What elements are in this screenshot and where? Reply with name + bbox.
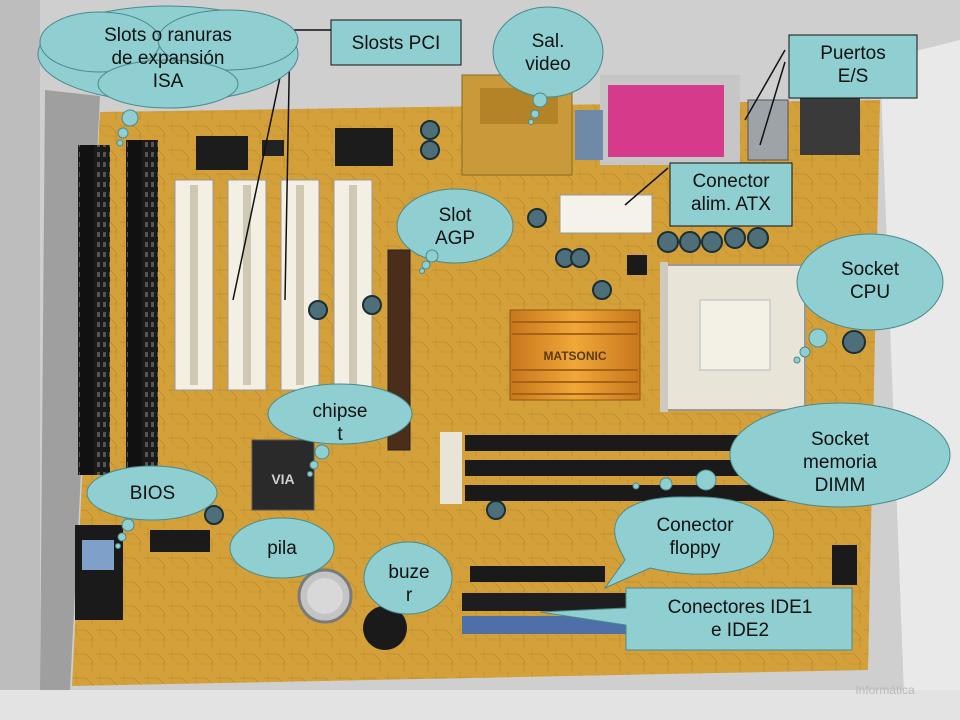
- label-video: Sal. video: [500, 30, 596, 76]
- label-dimm-line-1: Socket: [810, 429, 870, 450]
- label-bios: BIOS: [105, 482, 200, 505]
- cpu-socket-lever: [660, 262, 668, 412]
- cpu-socket-center: [699, 299, 771, 371]
- box-pci: [330, 19, 462, 66]
- label-isa-line-2: de expansión: [111, 48, 225, 69]
- label-floppy: Conector floppy: [625, 514, 765, 560]
- ps2-stack: [800, 95, 860, 155]
- pci-slot-2-groove: [243, 185, 251, 385]
- callout-clouds: [37, 5, 951, 615]
- atx-power-connector: [559, 194, 653, 234]
- label-cpu: Socket CPU: [815, 258, 925, 304]
- label-ide: Conectores IDE1 e IDE2: [630, 596, 850, 642]
- cloud-buzzer: [363, 541, 453, 615]
- ide-connector-1: [462, 593, 652, 611]
- cloud-floppy: [603, 496, 774, 590]
- label-io-line-1: Puertos: [820, 43, 886, 64]
- cloud-dimm: [632, 402, 951, 508]
- label-agp-line-2: AGP: [434, 228, 476, 249]
- label-chipset: chipse t: [280, 400, 400, 446]
- small-chip-4: [150, 530, 210, 552]
- isa-slot-1-body: [80, 145, 94, 475]
- isa-slot-2-body: [128, 140, 142, 475]
- label-pci-line-1: Slosts PCI: [351, 33, 441, 54]
- usb-stack: [747, 99, 789, 161]
- label-chipset-line-1: chipse: [312, 401, 368, 422]
- leader-lines: [232, 29, 786, 301]
- label-dimm-line-2: memoria: [803, 452, 877, 473]
- label-agp-line-1: Slot: [438, 205, 472, 226]
- label-dimm: Socket memoria DIMM: [770, 428, 910, 497]
- label-atx: Conector alim. ATX: [670, 170, 792, 216]
- label-cpu-line-2: CPU: [849, 282, 891, 303]
- box-right-panel: [880, 40, 960, 720]
- pci-slots: [174, 179, 373, 391]
- label-pci: Slosts PCI: [331, 32, 461, 55]
- northbridge-heatsink: [509, 309, 641, 401]
- label-dimm-line-3: DIMM: [814, 475, 866, 496]
- serial-port: [575, 110, 603, 160]
- cloud-agp: [396, 188, 514, 274]
- label-io: Puertos E/S: [789, 42, 917, 88]
- heatsink-fins: [512, 321, 638, 395]
- label-video-line-2: video: [525, 54, 571, 75]
- buzzer: [363, 606, 407, 650]
- label-buzzer: buze r: [372, 561, 446, 607]
- box-atx: [669, 162, 793, 227]
- southbridge-chip: [251, 439, 315, 511]
- cloud-video: [492, 6, 604, 125]
- cloud-bios: [86, 465, 218, 549]
- label-bios-line-1: BIOS: [129, 483, 176, 504]
- label-agp: Slot AGP: [410, 204, 500, 250]
- label-buzzer-line-1: buze: [388, 562, 430, 583]
- label-pila: pila: [240, 537, 324, 560]
- io-chip-2: [335, 128, 393, 166]
- pci-slot-3-groove: [296, 185, 304, 385]
- dimm-slot-1: [465, 435, 810, 451]
- label-isa-line-1: Slots o ranuras: [104, 25, 232, 46]
- cloud-isa: [37, 5, 299, 147]
- box-ide: [539, 587, 853, 651]
- parallel-port-pink: [608, 85, 724, 157]
- box-io: [788, 34, 918, 99]
- label-chipset-line-2: t: [337, 424, 343, 445]
- box-bottom: [0, 690, 960, 720]
- bios-chip: [75, 525, 123, 620]
- small-chip-3: [832, 545, 857, 585]
- label-buzzer-line-2: r: [405, 585, 413, 606]
- dimm-clip-left: [440, 432, 462, 504]
- box-left-edge: [0, 0, 40, 720]
- small-chip-2: [627, 255, 647, 275]
- small-chip-1: [262, 140, 284, 156]
- label-floppy-line-2: floppy: [669, 538, 721, 559]
- label-atx-line-2: alim. ATX: [691, 194, 771, 215]
- pci-slot-1-groove: [190, 185, 198, 385]
- label-floppy-line-1: Conector: [656, 515, 734, 536]
- label-isa-line-3: ISA: [152, 71, 184, 92]
- label-pila-line-1: pila: [267, 538, 297, 559]
- pci-slot-4-groove: [349, 185, 357, 385]
- label-isa: Slots o ranuras de expansión ISA: [68, 24, 268, 93]
- cloud-pila: [229, 517, 335, 579]
- label-cpu-line-1: Socket: [840, 259, 900, 280]
- chip-mark: VIA: [271, 471, 294, 487]
- label-video-line-1: Sal.: [531, 31, 565, 52]
- board-brand: MATSONIC: [543, 349, 606, 363]
- dimm-slots: [440, 432, 810, 504]
- label-ide-line-2: e IDE2: [710, 620, 770, 641]
- bios-label-sticker: [82, 540, 114, 570]
- battery-inner: [307, 578, 343, 614]
- dimm-slot-2: [465, 460, 810, 476]
- label-atx-line-1: Conector: [692, 171, 770, 192]
- io-chip-1: [196, 136, 248, 170]
- cloud-cpu: [793, 233, 944, 364]
- label-ide-line-1: Conectores IDE1: [667, 597, 813, 618]
- label-io-line-2: E/S: [837, 66, 869, 87]
- floppy-connector: [470, 566, 605, 582]
- watermark: Informática: [855, 683, 915, 697]
- dimm-slot-3: [465, 485, 810, 501]
- cloud-chipset: [267, 383, 413, 477]
